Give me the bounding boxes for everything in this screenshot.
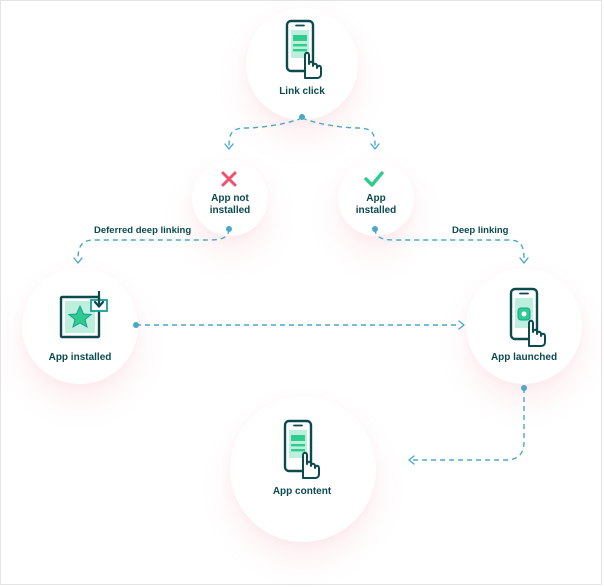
phone-tap-icon	[285, 19, 322, 79]
cross-icon	[221, 171, 237, 187]
label-app-not-installed-line2: installed	[209, 205, 251, 216]
label-app-content: App content	[272, 486, 332, 497]
label-app-installed-check: App installed	[336, 193, 416, 217]
label-app-installed: App installed	[48, 352, 112, 363]
phone-content-icon	[283, 419, 320, 479]
connector-deferred	[77, 228, 230, 261]
label-app-installed-check-line1: App	[366, 193, 386, 204]
arrowhead-installed-check	[370, 143, 380, 150]
arrowhead-app-launched	[519, 257, 529, 264]
label-link-click: Link click	[279, 86, 325, 97]
arrowhead-app-content	[408, 455, 415, 465]
label-app-installed-check-line2: installed	[355, 205, 397, 216]
dot-app-installed	[133, 322, 139, 328]
dot-installed-check	[372, 226, 378, 232]
arrowhead-not-installed	[224, 143, 234, 150]
connector-launched-to-content	[412, 388, 525, 461]
arrowhead-app-installed	[73, 257, 83, 264]
app-store-download-icon	[59, 291, 108, 339]
label-app-not-installed: App not installed	[190, 193, 270, 217]
edge-label-deferred: Deferred deep linking	[94, 225, 192, 236]
dot-app-launched	[521, 385, 527, 391]
label-app-not-installed-line1: App not	[211, 193, 249, 204]
node-app-installed-check	[338, 160, 414, 236]
dot-link-click	[299, 114, 305, 120]
node-app-not-installed	[192, 160, 268, 236]
edge-label-deep: Deep linking	[452, 225, 509, 236]
connector-click-to-installed	[301, 117, 376, 147]
checkmark-icon	[364, 171, 384, 187]
dot-not-installed	[226, 226, 232, 232]
label-app-launched: App launched	[490, 352, 558, 363]
phone-launch-icon	[509, 287, 546, 347]
connector-click-to-not-installed	[228, 117, 303, 147]
arrowhead-launched-side	[458, 320, 465, 330]
connector-deep	[374, 228, 525, 261]
